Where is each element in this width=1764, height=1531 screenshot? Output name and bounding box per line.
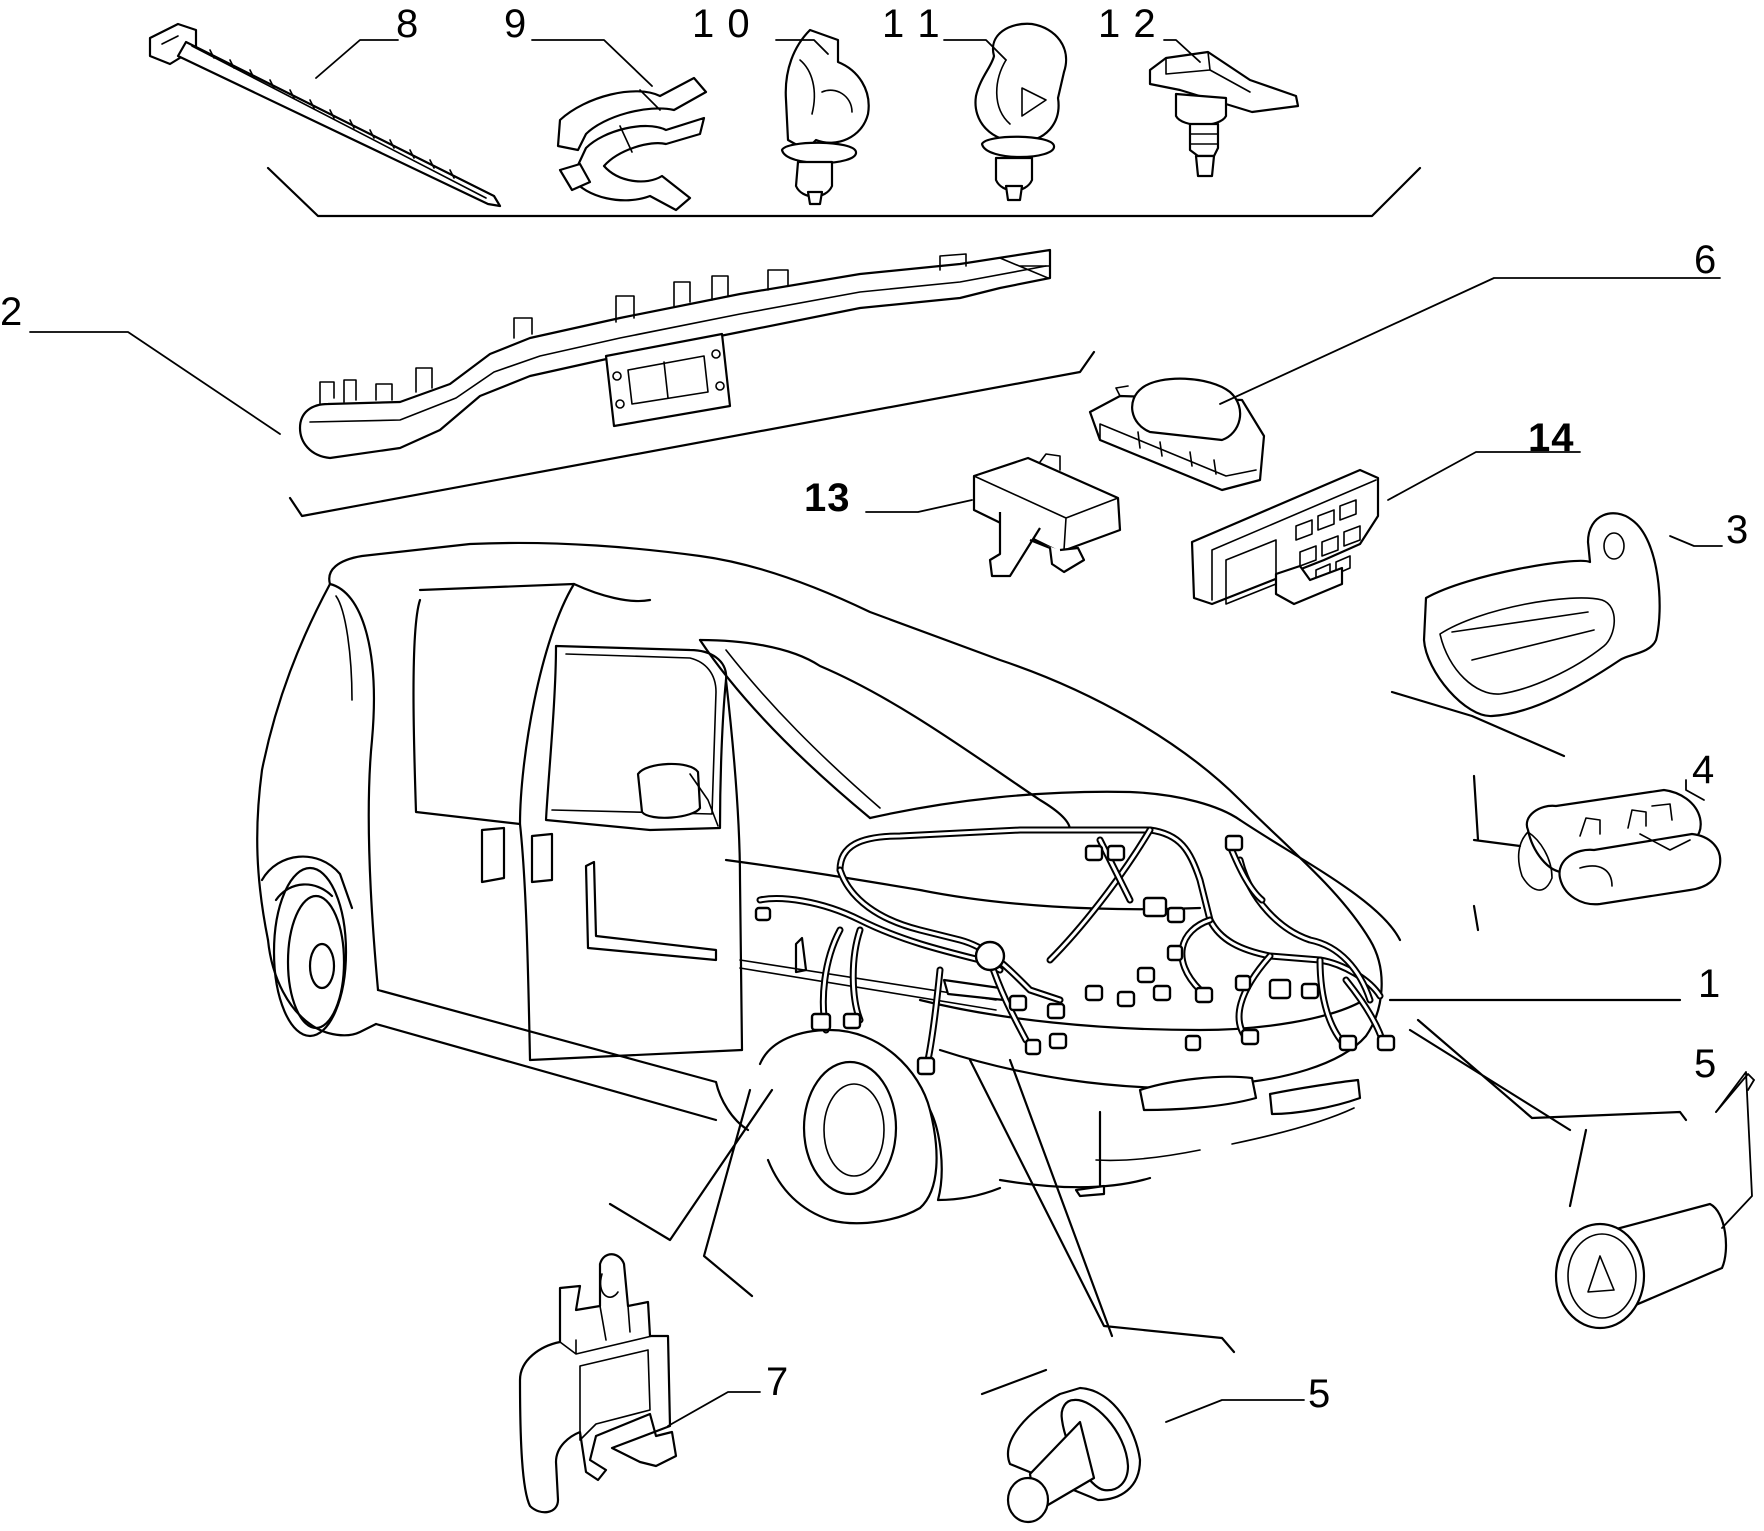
- grommet-5-bottom: [1006, 1386, 1142, 1524]
- grommet-5-right-group: [1408, 1018, 1688, 1208]
- vehicle: [256, 541, 1402, 1225]
- wiring-harness-1: [754, 826, 1396, 1076]
- harness-channel-bracket: [288, 350, 1096, 518]
- fasteners-group-bracket: [266, 166, 1422, 218]
- callout-8: 8: [396, 2, 420, 46]
- stud-clip-12: [1148, 50, 1300, 178]
- retaining-clip-7-group: [608, 1088, 774, 1298]
- twin-clip-4: [1517, 788, 1722, 906]
- cable-tie-8: [148, 22, 502, 208]
- callout-5-bottom: 5: [1308, 1372, 1332, 1416]
- callout-12: 1 2: [1098, 2, 1157, 46]
- grommet-5-right: [1554, 1202, 1728, 1330]
- callout-6: 6: [1694, 238, 1718, 282]
- callout-5-right: 5: [1694, 1042, 1718, 1086]
- callout-leaders: [29, 39, 1755, 1427]
- fuse-carrier-14: [1190, 468, 1380, 606]
- bracket-3: [1422, 512, 1661, 718]
- module-13: [972, 453, 1122, 578]
- callout-leader-5-right: [1715, 1071, 1753, 1229]
- callout-10: 1 0: [692, 2, 751, 46]
- push-clip-11: [974, 22, 1068, 202]
- band-clip-9: [556, 76, 708, 212]
- grommet-5-bottom-group: [968, 1058, 1236, 1396]
- harness-channel-2: [298, 248, 1052, 460]
- callout-13: 13: [804, 476, 851, 520]
- twin-clip-4-group: [1472, 774, 1522, 932]
- bracket-3-group: [1390, 690, 1566, 758]
- control-box-6: [1088, 377, 1266, 492]
- push-clip-10: [780, 28, 870, 206]
- callout-11: 1 1: [882, 2, 941, 46]
- callout-7: 7: [766, 1360, 790, 1404]
- callout-1: 1: [1698, 962, 1722, 1006]
- callout-14: 14: [1528, 416, 1575, 460]
- callout-4: 4: [1692, 748, 1716, 792]
- callout-9: 9: [504, 2, 528, 46]
- callout-2: 2: [0, 290, 24, 334]
- callout-3: 3: [1726, 508, 1750, 552]
- retaining-clip-7: [518, 1253, 678, 1514]
